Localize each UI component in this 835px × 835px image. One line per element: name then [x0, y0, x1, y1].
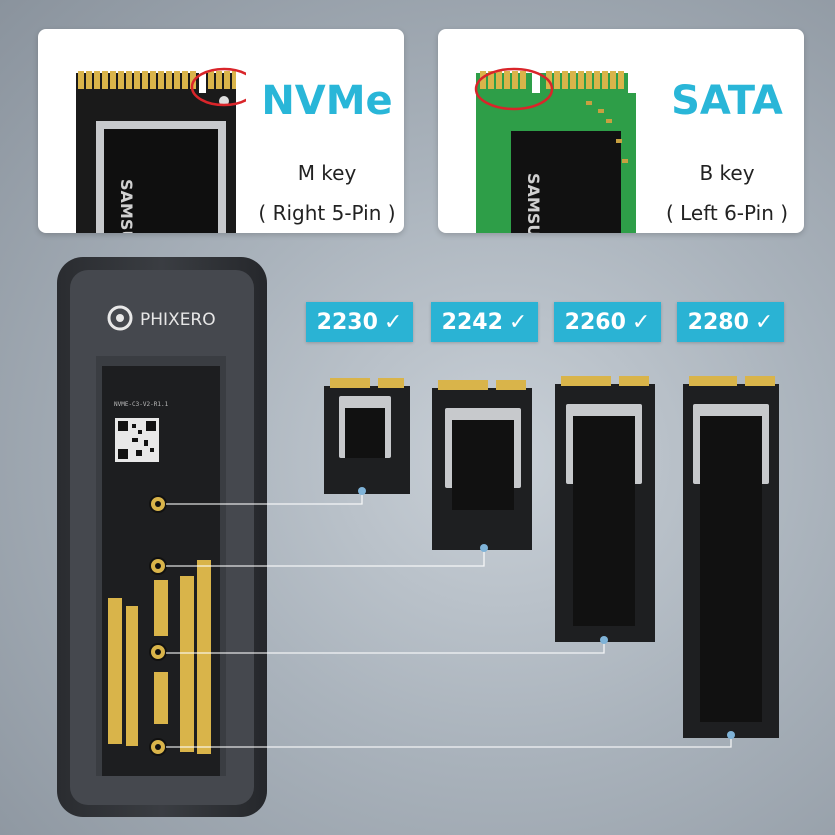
phixero-logo-icon	[107, 305, 133, 331]
brand-name: PHIXERO	[140, 310, 216, 330]
sata-chip-brand: SAMSUNG	[524, 173, 543, 233]
check-icon: ✓	[754, 309, 774, 335]
ssd-2260	[555, 376, 655, 644]
board-label: NVME-C3-V2-R1.1	[114, 401, 169, 408]
check-icon: ✓	[631, 309, 651, 335]
sata-title: SATA	[671, 78, 783, 124]
nvme-title: NVMe	[261, 78, 393, 124]
sata-key-label: B key	[699, 161, 755, 185]
b-key-highlight	[474, 67, 554, 111]
ssd-2280	[683, 376, 779, 739]
sata-pin-label: ( Left 6-Pin )	[665, 201, 789, 225]
gold-contacts	[108, 560, 211, 754]
check-icon: ✓	[508, 309, 528, 335]
sata-info-card: SAMSUNG SATA B key ( Left 6-Pin )	[438, 29, 804, 233]
nvme-info-card: SAMSUNG NVMe M key ( Right 5-Pin )	[38, 29, 404, 233]
nvme-chip-brand: SAMSUNG	[117, 179, 136, 233]
ssd-enclosure: NVME-C3-V2-R1.1	[57, 257, 267, 817]
size-label-2280: 2280	[687, 309, 749, 335]
size-tag-2280: 2280 ✓	[677, 302, 784, 342]
sata-ssd-photo: SAMSUNG	[474, 67, 636, 233]
size-tag-2230: 2230 ✓	[306, 302, 413, 342]
size-tag-2260: 2260 ✓	[554, 302, 661, 342]
size-label-2230: 2230	[316, 309, 378, 335]
nvme-key-label: M key	[297, 161, 357, 185]
nvme-ssd-photo: SAMSUNG	[76, 67, 246, 233]
size-label-2242: 2242	[441, 309, 503, 335]
m-key-highlight	[190, 67, 246, 107]
size-label-2260: 2260	[564, 309, 626, 335]
nvme-pin-label: ( Right 5-Pin )	[258, 201, 396, 225]
ssd-2242	[432, 380, 532, 552]
ssd-2230	[324, 378, 410, 495]
check-icon: ✓	[383, 309, 403, 335]
size-tag-2242: 2242 ✓	[431, 302, 538, 342]
